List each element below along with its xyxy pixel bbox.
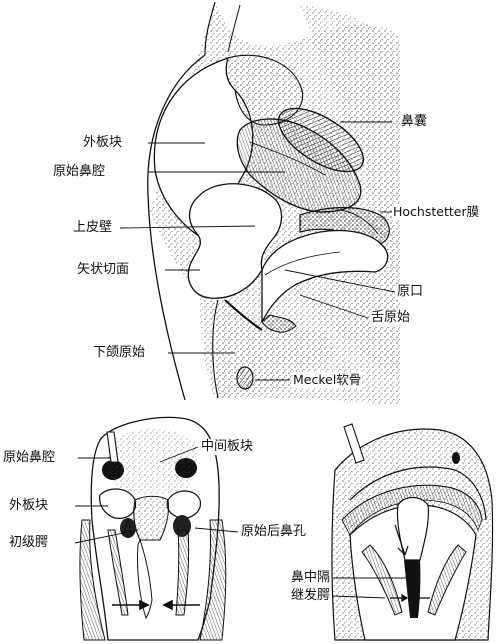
epithelial-wall	[187, 183, 283, 299]
bl-lateral-plate-left	[99, 488, 137, 519]
label-mandibular-primordium: 下颌原始	[92, 345, 147, 361]
top-sagittal-diagram	[147, 1, 400, 405]
label-primitive-nasal-cavity-bottom: 原始鼻腔	[2, 450, 57, 466]
bottom-right-palate-diagram	[331, 423, 494, 641]
label-lateral-nasal-process-bottom: 外板块	[8, 498, 50, 514]
label-secondary-palate: 继发腭	[290, 588, 332, 604]
label-hochstetter-membrane: Hochstetter膜	[392, 204, 481, 220]
bl-arrows	[112, 599, 200, 611]
sagittal-section-curve	[147, 54, 206, 401]
label-median-nasal-process: 中间板块	[200, 439, 255, 455]
label-sagittal-section: 矢状切面	[76, 262, 131, 278]
bottom-left-palate-diagram	[79, 416, 227, 641]
primitive-nasal-cavity	[236, 118, 362, 213]
label-primary-palate: 初级腭	[8, 535, 50, 551]
bl-primary-palate	[133, 495, 169, 541]
meckel-cartilage	[236, 366, 254, 390]
top-leader-lines	[119, 121, 396, 381]
br-leader-lines	[332, 577, 408, 599]
bl-leader-lines	[74, 446, 239, 544]
bl-lateral-plate-right	[166, 490, 202, 519]
tongue-primordium-shelf	[261, 229, 389, 323]
label-stomodeum: 原口	[396, 284, 425, 300]
label-primitive-nasal-cavity-top: 原始鼻腔	[52, 164, 107, 180]
label-tongue-primordium: 舌原始	[370, 310, 412, 326]
label-epithelial-wall: 上皮壁	[72, 220, 114, 236]
label-lateral-nasal-process-top: 外板块	[82, 135, 124, 151]
br-arrows	[390, 593, 430, 603]
br-nasal-septum	[396, 496, 430, 561]
label-nasal-sac: 鼻囊	[400, 114, 429, 130]
label-primitive-choana: 原始后鼻孔	[240, 524, 308, 540]
label-nasal-septum: 鼻中隔	[290, 570, 332, 586]
label-meckel-cartilage: Meckel软骨	[292, 372, 363, 388]
